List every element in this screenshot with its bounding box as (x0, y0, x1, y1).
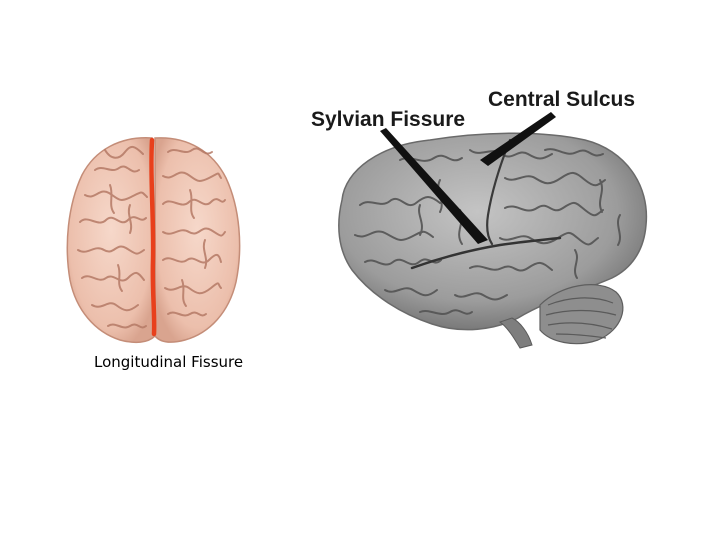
central-sulcus-groove (486, 138, 512, 246)
longitudinal-fissure-line (149, 137, 157, 337)
cerebrum (338, 132, 648, 331)
sylvian-fissure-pointer (380, 128, 488, 244)
lateral-brain-image (338, 132, 648, 349)
central-sulcus-pointer (480, 112, 556, 166)
brainstem (498, 317, 533, 349)
cerebellum-folia (545, 297, 617, 339)
sylvian-fissure-groove (410, 236, 562, 270)
central-sulcus-label: Central Sulcus (488, 88, 636, 111)
left-hemisphere (66, 137, 156, 344)
longitudinal-fissure-label: Longitudinal Fissure (94, 353, 244, 371)
sylvian-fissure-label: Sylvian Fissure (311, 108, 466, 131)
gyri-pattern (77, 146, 226, 329)
right-hemisphere (154, 137, 241, 343)
superior-brain-image (66, 137, 241, 344)
